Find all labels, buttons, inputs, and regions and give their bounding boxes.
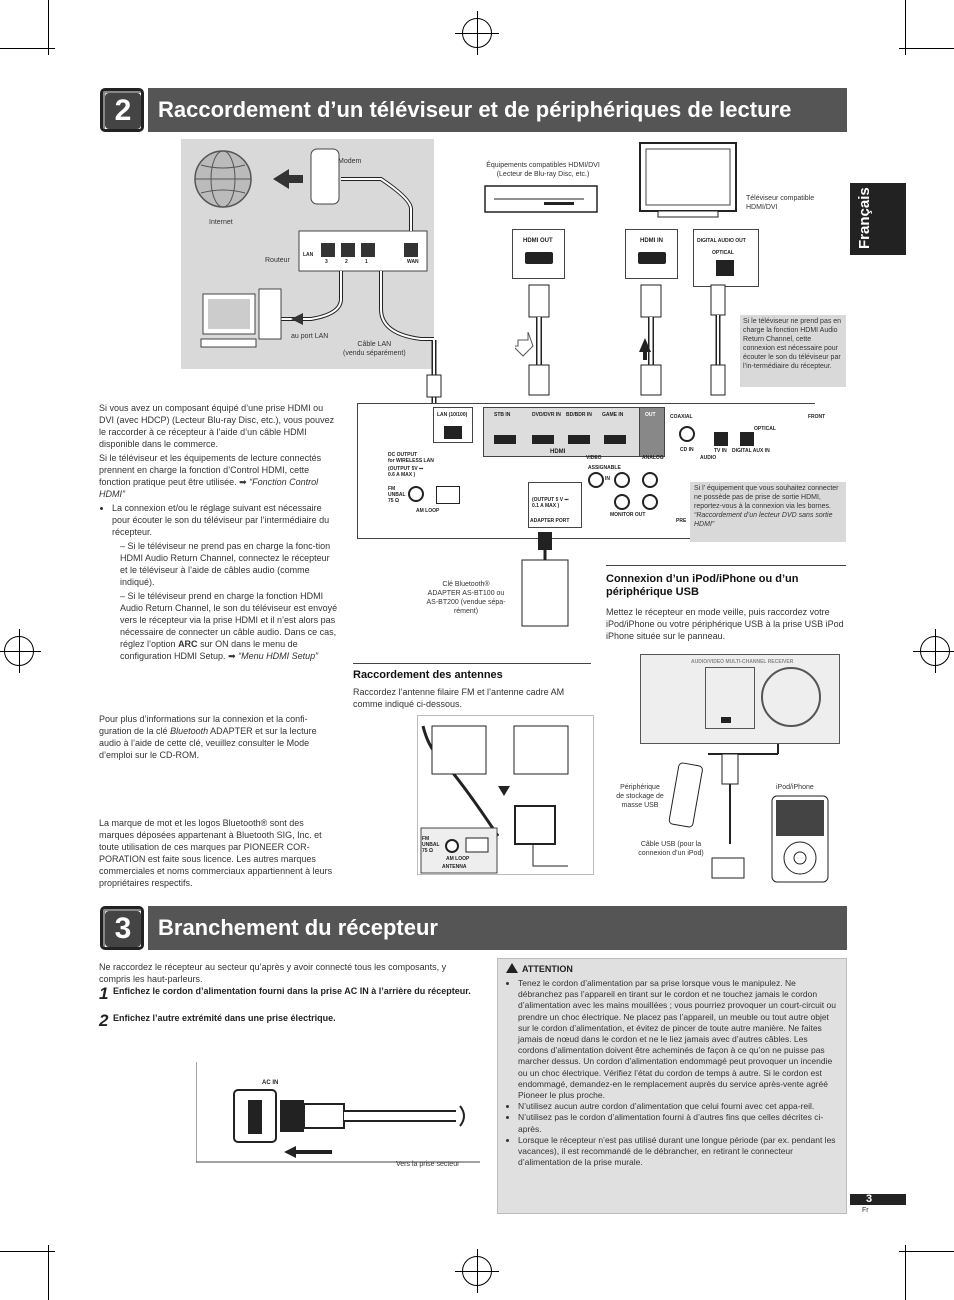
section-number: 2 — [100, 88, 144, 132]
audio-in-jack[interactable] — [614, 472, 630, 488]
bluray-player-image — [484, 185, 598, 213]
audio-in-jack[interactable] — [642, 472, 658, 488]
usb-cable-label: Câble USB (pour la connexion d’un iPod) — [638, 841, 704, 857]
optical-aux-in[interactable] — [740, 432, 754, 446]
audio-in-jack[interactable] — [642, 494, 658, 510]
attention-item: Tenez le cordon d’alimentation par sa pr… — [518, 978, 838, 1101]
crop-mark — [905, 0, 906, 55]
hdmi-port-stb[interactable] — [494, 435, 516, 444]
tv-sound-bullet: La connexion et/ou le réglage suivant es… — [112, 502, 339, 662]
trademark-text: La marque de mot et les logos Bluetooth®… — [99, 818, 333, 888]
coaxial-jack[interactable] — [679, 426, 695, 442]
usb-storage-label: Périphérique de stockage de masse USB — [616, 784, 664, 809]
language-tab: Français — [850, 183, 906, 255]
monitor-out-jack[interactable] — [614, 494, 630, 510]
hdmi-out-box: HDMI OUT — [512, 229, 565, 279]
receiver-front-image: AUDIO/VIDEO MULTI-CHANNEL RECEIVER — [640, 654, 840, 744]
arc-on-dash: – Si le téléviseur prend en charge la fo… — [120, 591, 338, 661]
hdmi-in-box: HDMI IN — [625, 229, 678, 279]
antenna-diagram: FM UNBAL 75 Ω AM LOOP ANTENNA — [417, 715, 594, 875]
hdmi-port-dvd[interactable] — [532, 435, 554, 444]
internet-label: Internet — [209, 219, 233, 226]
attention-box: ATTENTION Tenez le cordon d’alimentation… — [497, 958, 847, 1214]
divider — [353, 663, 591, 664]
crop-mark — [905, 1245, 906, 1300]
usb-devices-image — [668, 744, 829, 883]
optical-tv-in[interactable] — [714, 432, 728, 446]
hdmi-cables — [515, 284, 726, 396]
fm-jack[interactable] — [408, 486, 424, 502]
crop-mark — [899, 1251, 954, 1252]
antennas-heading: Raccordement des antennes — [353, 669, 503, 681]
bluetooth-adapter-image — [521, 532, 569, 627]
attention-title: ATTENTION — [506, 963, 838, 975]
crop-mark — [48, 1245, 49, 1300]
usb-port[interactable] — [721, 717, 731, 723]
am-loop-terminal[interactable] — [436, 486, 460, 504]
section-number: 3 — [100, 906, 144, 950]
bt-adapter-label: Clé Bluetooth® ADAPTER AS-BT100 ou AS-BT… — [426, 581, 506, 615]
registration-mark — [455, 11, 499, 55]
attention-item: Lorsque le récepteur n’est pas utilisé d… — [518, 1135, 838, 1169]
usb-text: Mettez le récepteur en mode veille, puis… — [606, 607, 844, 641]
registration-mark — [0, 629, 41, 673]
adapter-port-box: (OUTPUT 5 V ⎓ 0.1 A MAX ) — [528, 482, 582, 528]
tv-image — [639, 142, 737, 218]
cable-lan-label: Câble LAN (vendu séparément) — [343, 341, 406, 357]
crop-mark — [0, 1251, 55, 1252]
router-lan-label: LAN — [303, 252, 314, 258]
section-title: Raccordement d’un téléviseur et de périp… — [148, 88, 847, 132]
tv-compat-label: Téléviseur compatible HDMI/DVI — [746, 195, 815, 211]
registration-mark — [455, 1249, 499, 1293]
crop-mark — [899, 48, 954, 49]
arc-off-dash: – Si le téléviseur ne prend pas en charg… — [120, 541, 331, 587]
hdmi-intro: Si vous avez un composant équipé d’une p… — [99, 403, 335, 449]
section-title: Branchement du récepteur — [148, 906, 847, 950]
warning-icon — [506, 963, 518, 973]
hdmi-equipment-label: Équipements compatibles HDMI/DVI (Lecteu… — [486, 162, 600, 178]
step-2: 2 Enfichez l’autre extrémité dans une pr… — [99, 1011, 336, 1030]
bluetooth-info: Pour plus d’informations sur la connexio… — [99, 714, 317, 760]
attention-item: N’utilisez pas le cordon d’alimentation … — [518, 1112, 838, 1134]
step-1: 1 Enfichez le cordon d’alimentation four… — [99, 984, 471, 1003]
modem-label: Modem — [338, 158, 362, 165]
crop-mark — [48, 0, 49, 55]
power-intro: Ne raccordez le récepteur au secteur qu’… — [99, 962, 447, 984]
dvd-note: Si l’ équipement que vous souhaitez conn… — [690, 482, 846, 542]
antennas-text: Raccordez l’antenne filaire FM et l’ante… — [353, 687, 565, 709]
port-num: 3 — [325, 259, 328, 265]
port-num: 2 — [345, 259, 348, 265]
hdmi-panel: STB IN DVD/DVR IN BD/BDR IN GAME IN HDMI — [483, 407, 645, 457]
router-wan-label: WAN — [407, 259, 419, 265]
network-art — [194, 148, 434, 348]
router-label: Routeur — [265, 257, 290, 264]
section-2-header: 2 Raccordement d’un téléviseur et de pér… — [100, 88, 847, 132]
digital-audio-out-box: DIGITAL AUDIO OUT OPTICAL — [693, 229, 759, 287]
page-number-bar: 3 — [850, 1193, 906, 1205]
port-num: 1 — [365, 259, 368, 265]
au-port-lan-label: au port LAN — [291, 333, 329, 340]
hdmi-port-bd[interactable] — [568, 435, 590, 444]
optical-note: Si le téléviseur ne prend pas en charge … — [740, 315, 846, 387]
divider — [606, 565, 846, 566]
hdmi-out-port[interactable]: OUT — [639, 407, 665, 457]
registration-mark — [913, 629, 954, 673]
network-diagram: Modem Internet Routeur LAN WAN 3 2 1 au … — [181, 139, 434, 369]
left-text-block: Si vous avez un composant équipé d’une p… — [99, 402, 339, 662]
section-3-header: 3 Branchement du récepteur — [100, 906, 847, 950]
page-lang: Fr — [862, 1207, 869, 1214]
control-hdmi-text: Si le téléviseur et les équipements de l… — [99, 453, 322, 499]
ipod-label: iPod/iPhone — [776, 784, 814, 791]
attention-item: N’utilisez aucun autre cordon d’alimenta… — [518, 1101, 838, 1112]
lan-port[interactable]: LAN (10/100) — [433, 407, 473, 443]
video-in-jack[interactable] — [588, 472, 604, 488]
crop-mark — [0, 48, 55, 49]
hdmi-port-game[interactable] — [604, 435, 626, 444]
usb-heading: Connexion d’un iPod/iPhone ou d’un périp… — [606, 573, 799, 598]
power-cord-diagram: AC IN Vers la prise secteur — [196, 1062, 480, 1178]
